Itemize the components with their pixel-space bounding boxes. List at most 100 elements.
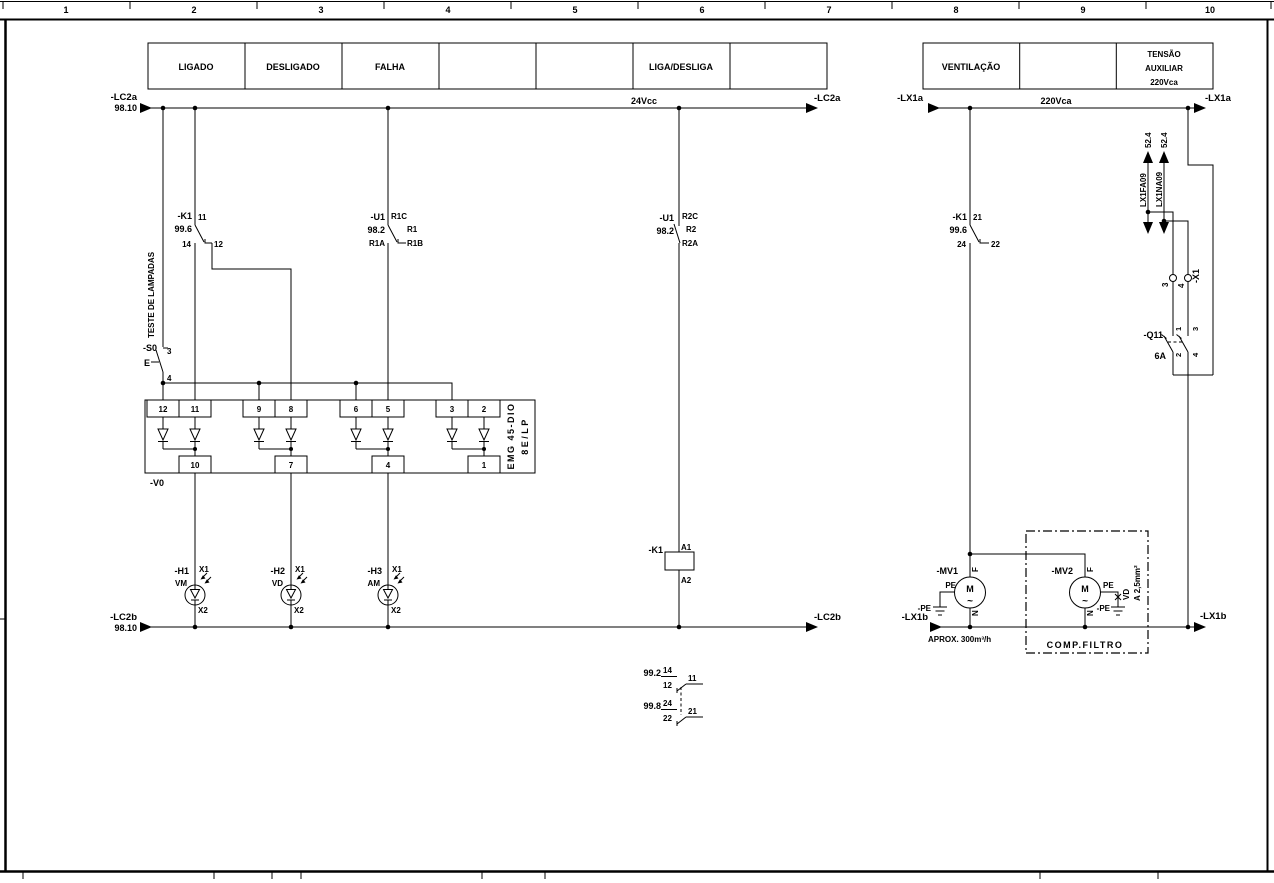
header-cell-ventilacao: VENTILAÇÃO bbox=[942, 62, 1001, 72]
mv1-ac-label: ~ bbox=[967, 596, 973, 607]
v0-tag: -V0 bbox=[150, 478, 164, 488]
diode-pair bbox=[253, 417, 297, 456]
u1r2-tag: -U1 bbox=[659, 213, 674, 223]
mv2-pe-label: PE bbox=[1103, 581, 1114, 590]
k1a-nc-hook bbox=[204, 239, 212, 244]
v0-term-label: 9 bbox=[257, 405, 262, 414]
header-left-dividers bbox=[244, 43, 731, 89]
v0-term-label: 5 bbox=[386, 405, 391, 414]
k1b-nc-hook bbox=[979, 239, 989, 244]
coil-symbol bbox=[664, 551, 695, 571]
function-header-left: LIGADO DESLIGADO FALHA LIGA/DESLIGA bbox=[147, 42, 828, 90]
bus-lc2a: -LC2a 98.10 -LC2a 24Vcc bbox=[111, 92, 841, 113]
wire bbox=[1172, 281, 1189, 336]
h2-terminal-x1: X1 bbox=[295, 565, 305, 574]
feed1-wire-name: LX1FA09 bbox=[1139, 173, 1148, 207]
wire-pe bbox=[939, 591, 955, 607]
mv1-tag: -MV1 bbox=[936, 566, 958, 576]
bus-lc2a-end-label: -LC2a bbox=[814, 93, 841, 104]
v0-term-label: 4 bbox=[386, 461, 391, 470]
breaker-pole-icon bbox=[1161, 334, 1174, 353]
mv2-gnd-label: -PE bbox=[1097, 604, 1111, 613]
xref-row2-common: 21 bbox=[688, 707, 697, 716]
mv1-gnd-label: -PE bbox=[918, 604, 932, 613]
feed1-dest-ref: 52.4 bbox=[1144, 132, 1153, 148]
function-header-right: VENTILAÇÃO TENSÃO AUXILIAR 220Vca bbox=[922, 42, 1214, 90]
v0-type-label: EMG 45-DIO bbox=[506, 402, 516, 469]
q11-term-4: 4 bbox=[1191, 352, 1200, 357]
xref-row2-top: 24 bbox=[663, 699, 672, 708]
breaker-pole-icon bbox=[1176, 334, 1189, 353]
k1b-terminal-common: 21 bbox=[973, 213, 982, 222]
ruler-col-6: 6 bbox=[699, 5, 704, 15]
h2-terminal-x2: X2 bbox=[294, 606, 304, 615]
wire-rail bbox=[1187, 108, 1214, 375]
v0-term-box bbox=[467, 455, 501, 474]
junction-dot bbox=[160, 380, 166, 386]
x1-tag: -X1 bbox=[1191, 269, 1201, 283]
v0-term-label: 1 bbox=[482, 461, 487, 470]
mv1-m-label: M bbox=[966, 584, 974, 594]
junction-dot bbox=[386, 447, 390, 451]
contact-k1b: -K1 21 99.6 24 22 bbox=[949, 108, 1086, 577]
wire-branch bbox=[1164, 220, 1189, 275]
mv1-terminal-n: N bbox=[971, 610, 980, 616]
diode-icon bbox=[382, 428, 394, 442]
filter-compartment: COMP.FILTRO bbox=[1025, 530, 1149, 654]
contact-u1-r2: -U1 R2C 98.2 R2 R2A bbox=[656, 108, 698, 552]
wire-splice-icon bbox=[1114, 593, 1122, 601]
k1coil-tag: -K1 bbox=[648, 545, 663, 555]
h2-color: VD bbox=[272, 579, 283, 588]
terminal-circle bbox=[1169, 274, 1177, 282]
motor-mv1: -MV1 F M ~ N PE -PE bbox=[918, 566, 986, 627]
diode-block-v0: 12 11 9 8 6 5 3 2 bbox=[144, 380, 536, 488]
header-aux-line3: 220Vca bbox=[1150, 78, 1178, 87]
k1a-sheet-ref: 99.6 bbox=[174, 224, 192, 234]
contact-k1a: -K1 11 99.6 14 12 bbox=[174, 108, 292, 400]
lamp-led-icon bbox=[189, 585, 201, 605]
diode-pair bbox=[446, 417, 490, 456]
junction-dot bbox=[193, 447, 197, 451]
h1-color: VM bbox=[175, 579, 187, 588]
v0-term-label: 2 bbox=[482, 405, 487, 414]
v0-term-label: 3 bbox=[450, 405, 455, 414]
k1b-sheet-ref: 99.6 bbox=[949, 225, 967, 235]
lamp-h1: -H1 VM X1 X2 bbox=[174, 473, 212, 627]
s0-contact-slash bbox=[155, 349, 164, 373]
k1a-contact-slash bbox=[194, 224, 205, 243]
h3-terminal-x2: X2 bbox=[391, 606, 401, 615]
k1a-terminal-nc: 12 bbox=[214, 240, 223, 249]
mv2-tag: -MV2 bbox=[1051, 566, 1073, 576]
ruler-col-3: 3 bbox=[318, 5, 323, 15]
ground-icon bbox=[933, 606, 947, 616]
contact-u1-r1: -U1 R1C 98.2 R1 R1A R1B bbox=[367, 108, 423, 400]
bus-lc2a-start-arrow-icon bbox=[140, 103, 152, 113]
lamp-h3: -H3 AM X1 X2 bbox=[367, 473, 405, 627]
k1b-contact-slash bbox=[969, 224, 980, 243]
xref-row1-common: 11 bbox=[688, 674, 697, 683]
feed2-dest-ref: 52.4 bbox=[1160, 132, 1169, 148]
v0-sub-label: 8E/LP bbox=[520, 417, 530, 455]
u1r2-terminal-common: R2C bbox=[682, 212, 698, 221]
xref-row2-bot: 22 bbox=[663, 714, 672, 723]
bus-lc2b-ref: 98.10 bbox=[114, 623, 137, 633]
u1r1-mid-label: R1 bbox=[407, 225, 418, 234]
diode-icon bbox=[157, 428, 169, 442]
lamp-led-icon bbox=[285, 585, 297, 605]
x1-terminal-3: 3 bbox=[1161, 282, 1170, 287]
ruler-ticks bbox=[2, 1, 1272, 9]
bus-lx1a-end-arrow-icon bbox=[1194, 103, 1206, 113]
xref-row1-top: 14 bbox=[663, 666, 672, 675]
q11-term-2: 2 bbox=[1174, 353, 1183, 357]
wire-branch bbox=[1148, 211, 1174, 275]
xref-row2-sheet: 99.8 bbox=[643, 701, 661, 711]
ruler-col-8: 8 bbox=[953, 5, 958, 15]
bus-lx1a: -LX1a 220Vca -LX1a bbox=[897, 93, 1232, 113]
h1-terminal-x1: X1 bbox=[199, 565, 209, 574]
bus-lx1b-end-label: -LX1b bbox=[1200, 611, 1227, 622]
v0-term-label: 10 bbox=[191, 461, 200, 470]
header-cell-ligado: LIGADO bbox=[179, 62, 214, 72]
diode-pair bbox=[350, 417, 394, 456]
h3-terminal-x1: X1 bbox=[392, 565, 402, 574]
